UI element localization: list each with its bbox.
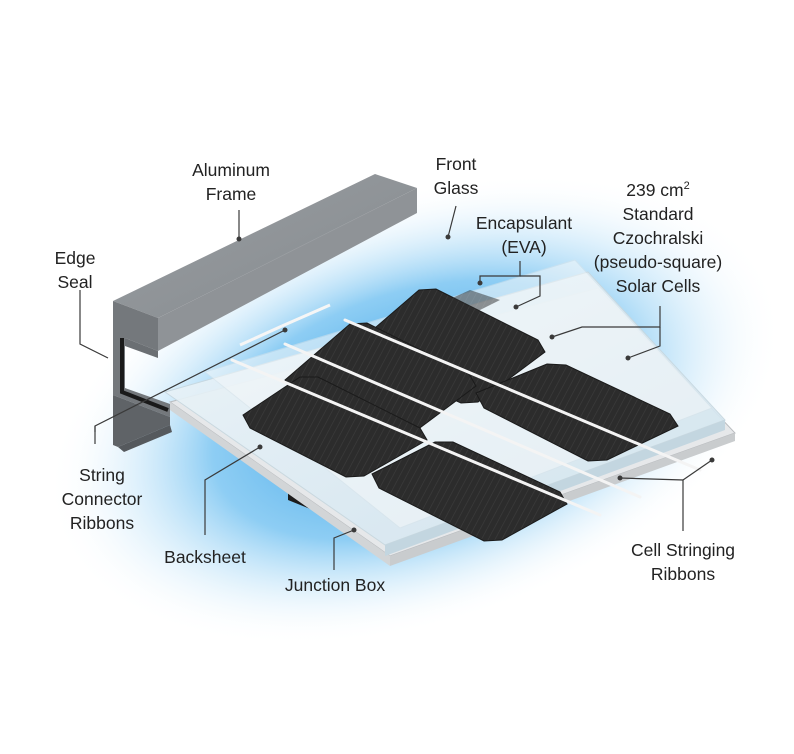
label-solar-cells-line4: Solar Cells xyxy=(615,276,701,296)
label-backsheet: Backsheet xyxy=(150,545,260,569)
label-cell-stringing-ribbons: Cell Stringing Ribbons xyxy=(618,538,748,586)
label-encapsulant-line2: (EVA) xyxy=(501,237,547,257)
label-cell-stringing-ribbons-line1: Cell Stringing xyxy=(630,540,736,560)
label-string-connector-ribbons-line3: Ribbons xyxy=(69,513,135,533)
edge-seal-shape xyxy=(120,338,169,412)
label-aluminum-frame-line2: Frame xyxy=(205,184,257,204)
label-solar-cells-area: 239 cm2 xyxy=(578,178,738,202)
label-string-connector-ribbons-line2: Connector xyxy=(61,489,143,509)
string-connector-ribbons-shape xyxy=(239,303,331,347)
label-front-glass-line2: Glass xyxy=(433,178,479,198)
label-front-glass-line1: Front xyxy=(435,154,477,174)
label-front-glass: Front Glass xyxy=(416,152,496,200)
leader-dots xyxy=(236,234,715,533)
aluminum-frame-shape xyxy=(113,174,417,452)
label-junction-box: Junction Box xyxy=(270,573,400,597)
label-junction-box-text: Junction Box xyxy=(284,575,386,595)
label-solar-cells-line1: Standard xyxy=(622,204,694,224)
label-edge-seal-line2: Seal xyxy=(57,272,93,292)
stringing-ribbons xyxy=(230,318,702,517)
label-string-connector-ribbons-line1: String xyxy=(79,465,125,485)
label-solar-cells: 239 cm2 Standard Czochralski (pseudo-squ… xyxy=(578,178,738,298)
leader-lines xyxy=(79,205,713,570)
label-aluminum-frame-line1: Aluminum xyxy=(192,160,270,180)
label-aluminum-frame: Aluminum Frame xyxy=(166,158,296,206)
label-edge-seal-line1: Edge xyxy=(54,248,96,268)
label-cell-stringing-ribbons-line2: Ribbons xyxy=(650,564,716,584)
label-solar-cells-area-value: 239 cm xyxy=(626,180,684,200)
label-edge-seal: Edge Seal xyxy=(40,246,110,294)
label-encapsulant: Encapsulant (EVA) xyxy=(464,211,584,259)
label-solar-cells-line2: Czochralski xyxy=(612,228,704,248)
label-solar-cells-line3: (pseudo-square) xyxy=(593,252,723,272)
label-string-connector-ribbons: String Connector Ribbons xyxy=(52,463,152,535)
solar-cells xyxy=(242,288,679,542)
label-solar-cells-area-exponent: 2 xyxy=(683,180,690,192)
label-encapsulant-line1: Encapsulant xyxy=(475,213,573,233)
label-backsheet-text: Backsheet xyxy=(164,547,246,567)
